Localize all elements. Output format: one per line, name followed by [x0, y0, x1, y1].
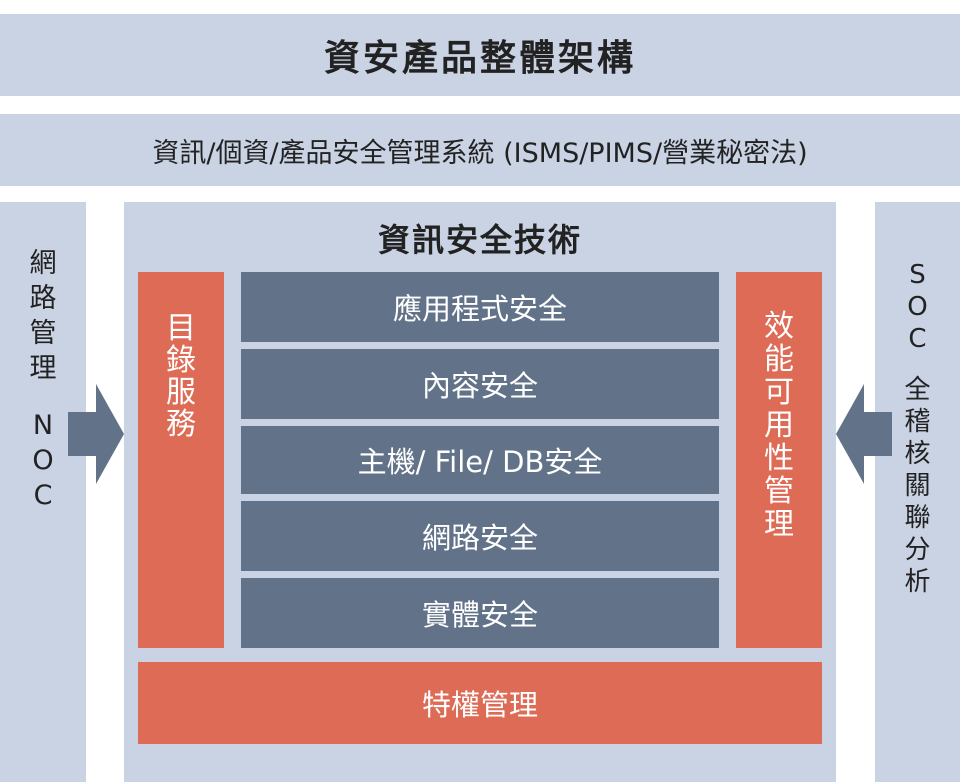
vertical-glyph: 服: [166, 375, 196, 410]
layer-label: 網路安全: [421, 521, 538, 555]
vertical-glyph: 稽: [904, 407, 931, 437]
layer-label: 主機/ File/ DB安全: [357, 445, 603, 479]
vertical-glyph: 錄: [166, 343, 196, 378]
vertical-glyph: 析: [904, 567, 931, 597]
privilege-management-block: 特權管理: [138, 662, 822, 744]
page-title: 資安產品整體架構: [323, 38, 636, 79]
directory-service-label: 目錄服務: [166, 314, 196, 440]
layer-content-security: 內容安全: [241, 349, 719, 419]
vertical-glyph: N: [32, 409, 54, 441]
title-bar: 資安產品整體架構: [0, 14, 960, 96]
layer-application-security: 應用程式安全: [241, 272, 719, 342]
security-tech-title: 資訊安全技術: [377, 221, 582, 259]
vertical-glyph: 目: [166, 311, 196, 346]
vertical-glyph: O: [32, 444, 54, 476]
vertical-glyph: 理: [764, 507, 794, 542]
arrow-right-icon: [68, 384, 124, 484]
management-system-bar: 資訊/個資/產品安全管理系統 (ISMS/PIMS/營業秘密法): [0, 114, 960, 186]
vertical-glyph: 管: [764, 474, 794, 509]
layer-physical-security: 實體安全: [241, 578, 719, 648]
vertical-glyph: 分: [904, 535, 931, 565]
vertical-glyph: 全: [904, 375, 931, 405]
layer-label: 應用程式安全: [392, 292, 567, 326]
vertical-glyph: 核: [904, 439, 931, 469]
performance-management-label: 效能可用性管理: [764, 312, 794, 540]
directory-service-block: 目錄服務: [138, 272, 224, 648]
vertical-glyph: 管: [29, 318, 57, 349]
layer-label: 內容安全: [421, 369, 538, 403]
layer-host-file-db-security: 主機/ File/ DB安全: [241, 426, 719, 494]
vertical-glyph: 能: [764, 342, 794, 377]
vertical-glyph: 用: [764, 408, 794, 443]
management-system-label: 資訊/個資/產品安全管理系統 (ISMS/PIMS/營業秘密法): [152, 137, 808, 169]
arrow-left-icon: [836, 384, 892, 484]
vertical-glyph: S: [909, 260, 926, 290]
vertical-glyph: O: [907, 292, 928, 322]
layer-label: 實體安全: [421, 598, 538, 632]
vertical-glyph: 性: [764, 441, 794, 476]
layer-network-security: 網路安全: [241, 501, 719, 571]
vertical-glyph: C: [908, 324, 927, 354]
vertical-glyph: 效: [764, 309, 794, 344]
vertical-glyph: 網: [29, 248, 57, 279]
vertical-glyph: 路: [29, 283, 57, 314]
vertical-glyph: 理: [29, 353, 57, 384]
vertical-glyph: 務: [166, 407, 196, 442]
vertical-glyph: C: [33, 479, 53, 511]
security-tech-title-wrap: 資訊安全技術: [124, 210, 836, 266]
performance-management-block: 效能可用性管理: [736, 272, 822, 648]
privilege-management-label: 特權管理: [421, 688, 538, 722]
vertical-glyph: 可: [764, 375, 794, 410]
vertical-glyph: 關: [904, 471, 931, 501]
vertical-glyph: 聯: [904, 503, 931, 533]
